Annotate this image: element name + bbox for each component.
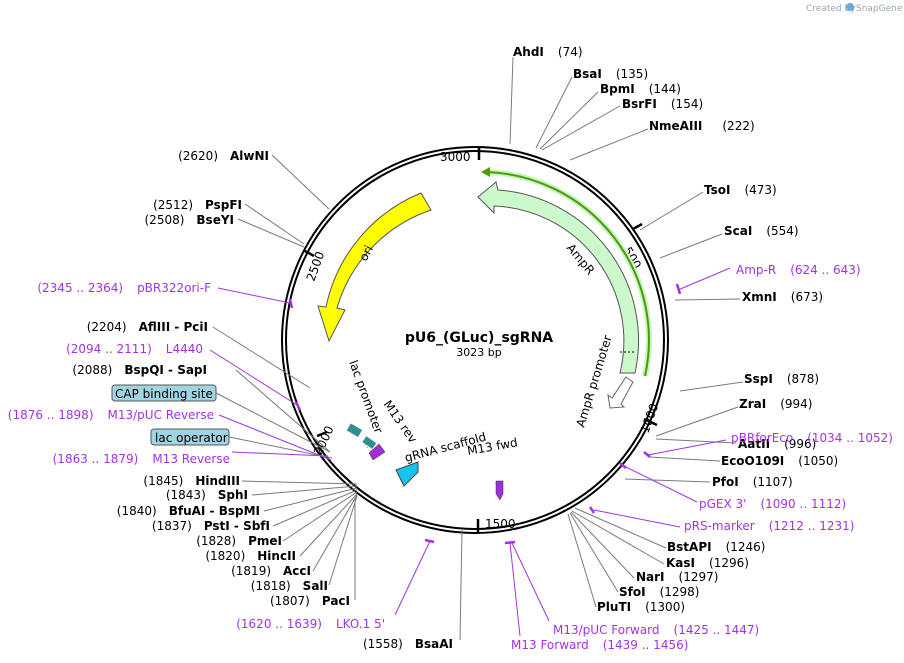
tick-500 xyxy=(632,222,643,231)
cap-binding-site-label: CAP binding site xyxy=(115,387,213,401)
enzyme-label[interactable]: (1807)PacI xyxy=(270,594,350,608)
cap-binding-site-mark[interactable] xyxy=(346,423,363,437)
enzyme-label[interactable]: BpmI(144) xyxy=(600,82,681,96)
backbone-inner-ring xyxy=(285,150,665,530)
primer-label[interactable]: pBRforEco(1034 .. 1052) xyxy=(731,431,893,445)
snapgene-logo-icon xyxy=(846,3,854,11)
enzyme-label[interactable]: KasI(1296) xyxy=(666,556,749,570)
lac-operator-leader xyxy=(228,436,333,459)
plasmid-size: 3023 bp xyxy=(456,346,501,359)
m13-fwd-primer-arrow[interactable] xyxy=(495,480,504,501)
leader-lines xyxy=(212,56,744,641)
enzyme-label[interactable]: (1820)HincII xyxy=(205,549,296,563)
lac-operator-mark[interactable] xyxy=(362,436,377,449)
enzyme-label[interactable]: BsrFI(154) xyxy=(622,97,703,111)
primer-label[interactable]: pRS-marker(1212 .. 1231) xyxy=(684,519,854,533)
backbone-outer-ring xyxy=(281,146,669,534)
enzyme-label[interactable]: (1819)AccI xyxy=(231,564,311,578)
m13-rev-label: M13 rev xyxy=(381,398,420,446)
enzyme-label[interactable]: NmeAIII(222) xyxy=(649,119,755,133)
tick-2000 xyxy=(316,430,328,438)
enzyme-label[interactable]: (1818)SalI xyxy=(251,579,328,593)
ring-ticks xyxy=(304,147,658,532)
enzyme-label[interactable]: ZraI(994) xyxy=(739,397,812,411)
enzyme-label[interactable]: SspI(878) xyxy=(744,372,819,386)
enzyme-label[interactable]: (2204)AflIII - PciI xyxy=(87,320,208,334)
created-by-text: Created by xyxy=(806,4,856,14)
lac-promoter-label: lac promoter xyxy=(346,358,385,435)
primer-labels: Amp-R(624 .. 643) pBRforEco(1034 .. 1052… xyxy=(8,263,893,652)
tick-label-1500: 1500 xyxy=(485,517,516,531)
primer-label[interactable]: (1620 .. 1639)LKO.1 5' xyxy=(236,617,385,631)
enzyme-labels-left: (1558)BsaAI (1807)PacI (1818)SalI (1819)… xyxy=(72,149,453,651)
ampr-orf-arrowhead-icon xyxy=(481,167,490,177)
enzyme-label[interactable]: (1843)SphI xyxy=(166,488,248,502)
tick-1000 xyxy=(643,417,658,427)
tick-label-3000: 3000 xyxy=(440,150,471,164)
enzyme-label[interactable]: SfoI(1298) xyxy=(619,585,699,599)
enzyme-label[interactable]: (1845)HindIII xyxy=(143,474,240,488)
enzyme-label[interactable]: AatII(996) xyxy=(738,437,816,451)
primer-label[interactable]: M13 Forward(1439 .. 1456) xyxy=(511,638,688,652)
primer-ring-ticks xyxy=(288,283,682,545)
enzyme-label[interactable]: PfoI(1107) xyxy=(712,475,793,489)
primer-label[interactable]: (2345 .. 2364)pBR322ori-F xyxy=(37,281,211,295)
ampr-feature-arrow[interactable] xyxy=(477,181,639,374)
enzyme-label[interactable]: PluTI(1300) xyxy=(597,600,685,614)
enzyme-label[interactable]: (1828)PmeI xyxy=(196,534,282,548)
ampr-promoter-arrow[interactable] xyxy=(607,376,634,409)
enzyme-label[interactable]: ScaI(554) xyxy=(724,224,799,238)
primer-label[interactable]: M13/pUC Forward(1425 .. 1447) xyxy=(553,623,759,637)
ampr-promoter-label: AmpR promoter xyxy=(573,334,614,429)
primer-label[interactable]: pGEX 3'(1090 .. 1112) xyxy=(699,497,846,511)
enzyme-label[interactable]: EcoO109I(1050) xyxy=(721,454,838,468)
primer-label[interactable]: (2094 .. 2111)L4440 xyxy=(66,342,203,356)
enzyme-label[interactable]: NarI(1297) xyxy=(636,570,718,584)
enzyme-labels: AhdI(74) BsaI(135) BpmI(144) BsrFI(154) … xyxy=(513,45,838,614)
enzyme-label[interactable]: TsoI(473) xyxy=(704,183,777,197)
primer-leader-lines xyxy=(209,267,731,637)
ori-feature-arrow[interactable] xyxy=(317,192,432,343)
enzyme-label[interactable]: (1840)BfuAI - BspMI xyxy=(117,504,260,518)
ampr-orf-line xyxy=(485,171,650,377)
enzyme-label[interactable]: BstAPI(1246) xyxy=(667,540,765,554)
primer-label[interactable]: (1863 .. 1879)M13 Reverse xyxy=(53,452,230,466)
brand-text: SnapGene xyxy=(856,4,903,14)
plasmid-name: pU6_(GLuc)_sgRNA xyxy=(405,330,553,346)
enzyme-label[interactable]: AhdI(74) xyxy=(513,45,583,59)
lac-small-marker-label: · · · xyxy=(361,442,373,454)
ori-label: ori xyxy=(356,243,376,263)
enzyme-label[interactable]: (2508)BseYI xyxy=(145,213,235,227)
m13-rev-primer-arrow[interactable] xyxy=(368,443,386,461)
enzyme-label[interactable]: (1558)BsaAI xyxy=(363,637,453,651)
enzyme-label[interactable]: (2088)BspQI - SapI xyxy=(72,363,207,377)
lac-operator-label: lac operator xyxy=(155,431,228,445)
enzyme-label[interactable]: XmnI(673) xyxy=(742,290,823,304)
enzyme-label[interactable]: (2620)AlwNI xyxy=(178,149,269,163)
enzyme-label[interactable]: (2512)PspFI xyxy=(153,198,242,212)
primer-label[interactable]: Amp-R(624 .. 643) xyxy=(736,263,861,277)
tick-2500 xyxy=(304,249,315,258)
tick-label-1000: 1000 xyxy=(638,402,662,435)
primer-label[interactable]: (1876 .. 1898)M13/pUC Reverse xyxy=(8,408,214,422)
cap-binding-site-leader xyxy=(215,392,331,453)
enzyme-label[interactable]: BsaI(135) xyxy=(573,67,648,81)
enzyme-label[interactable]: (1837)PstI - SbfI xyxy=(152,519,270,533)
grna-scaffold-arrow[interactable] xyxy=(395,461,419,487)
